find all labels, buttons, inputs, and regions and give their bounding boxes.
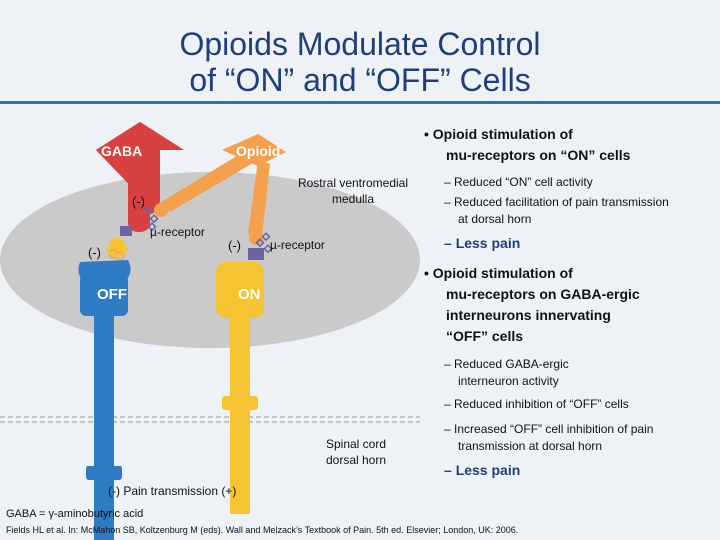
slide-title: Opioids Modulate Control of “ON” and “OF… [0,26,720,98]
opioid-molecules [143,206,273,254]
opioid-label: Opioid [236,143,281,159]
spinal-cord-label-line-2: dorsal horn [325,453,387,467]
minus-sign-off: (-) [88,245,101,260]
neural-circuit-diagram [0,122,420,540]
gaba-vesicles [104,238,130,261]
bullet-2: • Opioid stimulation of mu-receptors on … [424,263,714,347]
bullet-1-sub-1-text: Reduced “ON” cell activity [454,175,593,189]
rvm-label-line-2: medulla [331,192,375,206]
gaba-label: GABA [101,143,143,159]
on-cell [216,262,264,514]
sub-dash: – [444,175,455,189]
gaba-definition: GABA = γ-aminobutyric acid [6,508,144,520]
bullet-1-result-text: Less pain [455,235,521,251]
bullet-2-line-3: interneurons innervating [446,307,611,323]
off-cell [78,260,131,540]
bullet-2-sub-1: – Reduced GABA-ergic interneuron activit… [444,356,718,390]
mu-receptor-gaba-marker [120,226,132,236]
bullet-2-line-4: “OFF” cells [446,328,524,344]
opioid-neuron [154,134,286,245]
mu-receptor-label-gaba: µ-receptor [150,225,205,239]
bullet-2-sub-3: – Increased “OFF” cell inhibition of pai… [444,421,718,455]
bullet-2-sub-1-text-1: Reduced GABA-ergic [454,357,569,371]
bullet-2-sub-3-text-2: transmission at dorsal horn [458,439,603,453]
spinal-cord-label: Spinal cord dorsal horn [318,436,394,468]
bullet-1-result: – Less pain [444,235,520,251]
bullet-1-line-1-text: Opioid stimulation of [432,126,573,142]
bullet-2-sub-2: – Reduced inhibition of “OFF” cells [444,396,718,413]
result-dash: – [444,462,456,478]
sub-dash: – [444,195,455,209]
bullet-1-line-1: • Opioid stimulation of [424,124,714,145]
off-cell-label: OFF [97,286,127,303]
bullet-2-result-text: Less pain [455,462,521,478]
sub-dash: – [444,422,455,436]
citation: Fields HL et al. In: McMahon SB, Koltzen… [6,525,519,535]
bullet-1-sub-1: – Reduced “ON” cell activity [444,174,718,191]
bullet-2-line-1: Opioid stimulation of [432,265,573,281]
rvm-label-line-1: Rostral ventromedial [297,176,409,190]
bullet-2-line-2: mu-receptors on GABA-ergic [446,286,640,302]
bullet-2-sub-3-text-1: Increased “OFF” cell inhibition of pain [454,422,654,436]
spinal-cord-label-line-1: Spinal cord [325,437,387,451]
bullet-1: • Opioid stimulation of mu-receptors on … [424,124,714,166]
minus-sign-on: (-) [228,238,241,253]
bullet-2-sub-1-text-2: interneuron activity [458,374,559,388]
bullet-dot: • [424,265,433,281]
pain-transmission-label: (-) Pain transmission (+) [108,484,237,498]
gaba-interneuron [96,122,184,232]
title-line-1: Opioids Modulate Control [179,26,541,62]
title-divider [0,101,720,104]
bullet-2-sub-2-text: Reduced inhibition of “OFF” cells [454,397,629,411]
mu-receptor-label-on: µ-receptor [270,238,325,252]
title-line-2: of “ON” and “OFF” Cells [189,62,531,98]
on-cell-label: ON [238,286,261,303]
sub-dash: – [444,357,455,371]
bullet-dot: • [424,126,433,142]
mu-receptor-on-marker [248,248,264,260]
bullet-1-sub-2-text-1: Reduced facilitation of pain transmissio… [454,195,669,209]
rvm-label: Rostral ventromedial medulla [290,175,416,207]
sub-dash: – [444,397,455,411]
bullet-2-result: – Less pain [444,462,520,478]
result-dash: – [444,235,456,251]
bullet-1-sub-2-text-2: at dorsal horn [458,212,532,226]
bullet-1-sub-2: – Reduced facilitation of pain transmiss… [444,194,718,228]
bullet-1-line-2: mu-receptors on “ON” cells [446,147,631,163]
minus-sign-gaba: (-) [132,194,145,209]
